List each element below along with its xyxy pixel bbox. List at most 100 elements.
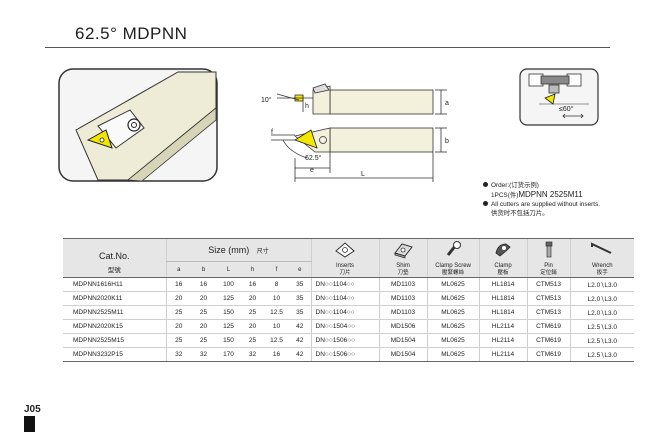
h-cell: 32 [241,347,264,362]
screw-cell: ML0625 [426,333,480,348]
f-cell: 16 [264,347,289,362]
bullet-icon [483,201,488,206]
a-cell: 25 [165,305,191,320]
f-cell: 12.5 [264,333,289,348]
inserts-header-cn: 刀片 [339,269,351,276]
dim-f-header: f [264,261,289,278]
page-title: 62.5° MDPNN [75,24,188,43]
shim-cell: MD1506 [378,319,428,334]
e-cell: 42 [289,347,312,362]
clamp-cell: HL2114 [478,333,528,348]
clamp-header-en: Clamp [494,262,512,269]
f-cell: 8 [264,277,289,292]
cat-no-cell: MDPNN3232P15 [63,347,166,362]
insert-cell: DN○○1506○○ [310,333,380,348]
b-cell: 32 [191,347,216,362]
clamp-screw-header-en: Clamp Screw [435,262,471,269]
dim-a-label: a [445,100,449,107]
pin-cell: CTM513 [526,305,571,320]
spec-table: Cat.No. Size (mm) 尺寸 型號 a b L h f e Inse… [63,238,635,362]
size-label: Size (mm) [208,245,250,255]
cat-no-cell: MDPNN1616H11 [63,277,166,292]
clamp-cell: HL2114 [478,347,528,362]
wrench-header-en: Wrench [591,262,613,269]
order-info: Order:(订货示例) 1PCS(件)MDPNN 2525M11 All cu… [483,181,600,218]
wrench-cell: L2.0∖L3.0 [569,277,635,292]
page-tab-marker [24,416,35,432]
a-cell: 20 [165,319,191,334]
shim-icon [378,238,428,262]
l-cell: 170 [216,347,241,362]
h-cell: 25 [241,305,264,320]
shim-cell: MD1504 [378,333,428,348]
angle-62-label: 62.5° [305,154,322,162]
clamp-cell: HL1814 [478,305,528,320]
a-cell: 16 [165,277,191,292]
a-cell: 20 [165,291,191,306]
f-cell: 10 [264,291,289,306]
pin-cell: CTM513 [526,291,571,306]
clamp-cell: HL1814 [478,277,528,292]
screw-cell: ML0625 [426,305,480,320]
table-row: MDPNN1616H11 16 16 100 16 8 35 DN○○1104○… [63,277,635,292]
title-rule [45,47,610,48]
catno-header: Cat.No. [63,238,166,262]
shim-cell: MD1103 [378,277,428,292]
dim-h-header: h [241,261,264,278]
size-header: Size (mm) 尺寸 [165,238,312,262]
screw-cell: ML0625 [426,291,480,306]
pin-header-cn: 定位銷 [540,269,557,276]
b-cell: 25 [191,333,216,348]
order-qty: 1PCS(件) [491,192,519,199]
l-cell: 150 [216,305,241,320]
holder-illustration [58,68,218,182]
wrench-cell: L2.5∖L3.0 [569,347,635,362]
h-cell: 20 [241,319,264,334]
clamp-header-cn: 壓板 [497,269,509,276]
b-cell: 20 [191,319,216,334]
dim-h-label: h [305,103,309,110]
dim-l-label: L [361,171,365,178]
shim-header-cn: 刀墊 [397,269,409,276]
cat-no-cell: MDPNN2020K15 [63,319,166,334]
wrench-cell: L2.5∖L3.0 [569,333,635,348]
bullet-icon [483,182,488,187]
dim-e-label: e [310,167,314,174]
shim-cell: MD1103 [378,291,428,306]
pin-header-en: Pin [544,262,553,269]
dim-b-label: b [445,138,449,145]
shim-cell: MD1504 [378,347,428,362]
table-row: MDPNN2525M15 25 25 150 25 12.5 42 DN○○15… [63,333,635,348]
dim-b-header: b [191,261,216,278]
table-row: MDPNN2020K15 20 20 125 20 10 42 DN○○1504… [63,319,635,334]
size-label-cn: 尺寸 [256,249,269,255]
inserts-icon [310,238,380,262]
l-cell: 100 [216,277,241,292]
insert-cell: DN○○1104○○ [310,291,380,306]
catno-header-cn: 型號 [63,261,166,278]
table-row: MDPNN2525M11 25 25 150 25 12.5 35 DN○○11… [63,305,635,320]
wrench-cell: L2.0∖L3.0 [569,291,635,306]
inserts-note-cn: 供货时不包括刀片。 [491,210,549,217]
screw-cell: ML0625 [426,319,480,334]
insert-cell: DN○○1504○○ [310,319,380,334]
wrench-cell: L2.0∖L3.0 [569,305,635,320]
clamp-icon [478,238,528,262]
h-cell: 20 [241,291,264,306]
e-cell: 35 [289,291,312,306]
angle-10-label: 10° [261,96,272,104]
cat-no-cell: MDPNN2525M15 [63,333,166,348]
h-cell: 16 [241,277,264,292]
angle-60-label: ≤60° [559,105,574,113]
pin-cell: CTM513 [526,277,571,292]
page-number: J05 [24,404,41,415]
table-row: MDPNN2020K11 20 20 125 20 10 35 DN○○1104… [63,291,635,306]
b-cell: 25 [191,305,216,320]
l-cell: 150 [216,333,241,348]
f-cell: 10 [264,319,289,334]
shim-header-en: Shim [396,262,410,269]
